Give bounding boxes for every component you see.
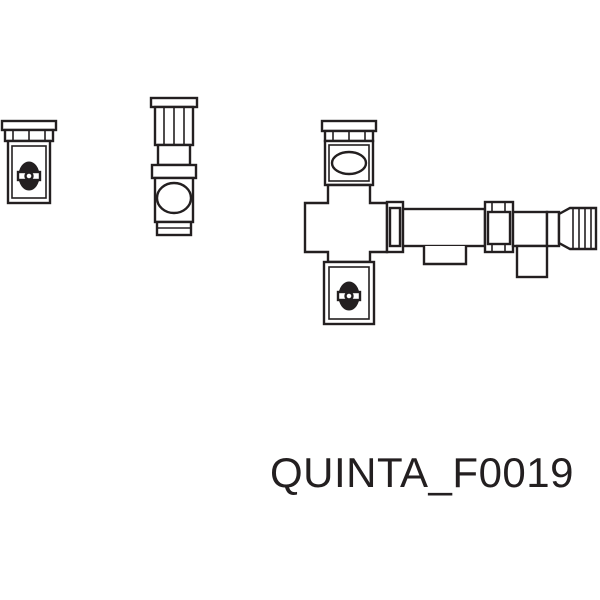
drawing-code-label: QUINTA_F0019 (270, 449, 574, 496)
angle-valve-left (0, 119, 58, 205)
handle-icon (16, 161, 42, 191)
knurled-cap-icon (557, 206, 598, 251)
handle-icon (336, 281, 362, 311)
mixer-assembly (303, 119, 598, 326)
union-ball-valve (149, 96, 199, 237)
